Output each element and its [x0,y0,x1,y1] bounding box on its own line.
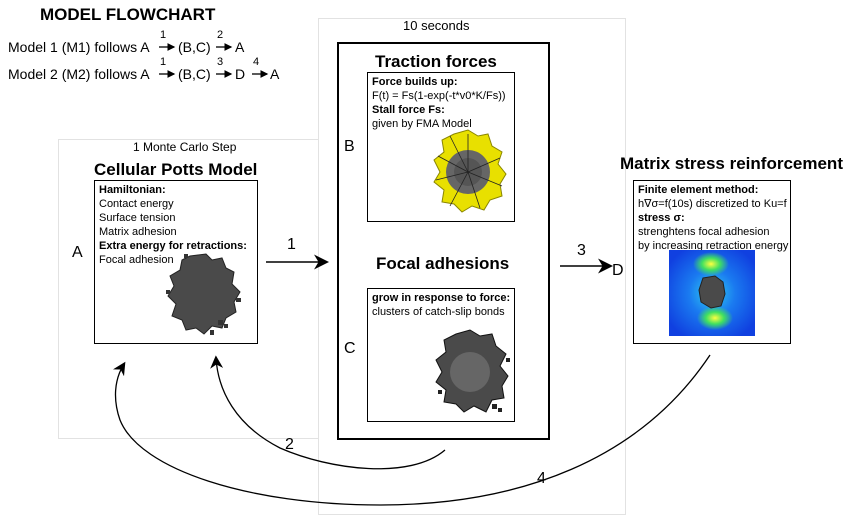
model2-mid: (B,C) [178,66,211,82]
arrow-3-label: 3 [577,242,586,259]
model2-prefix: Model 2 (M2) follows A [8,66,150,82]
arrow-1-label: 1 [287,236,296,253]
model2-end: A [270,66,280,82]
cpm-line-0: Hamiltonian: [99,184,166,196]
cpm-line-3: Matrix adhesion [99,226,177,238]
matrix-line-3: strenghtens focal adhesion [638,226,770,238]
matrix-letter: D [612,262,624,279]
arrow-4-label: 4 [537,470,546,487]
cpm-line-4: Extra energy for retractions: [99,240,247,252]
arrow-4 [112,354,711,506]
traction-line-1: F(t) = Fs(1-exp(-t*v0*K/Fs)) [372,90,506,102]
focal-letter: C [344,340,356,357]
cpm-cell-image [166,253,241,335]
cpm-line-5: Focal adhesion [99,254,174,266]
model1-mid: (B,C) [178,39,211,55]
matrix-line-1: h∇σ=f(10s) discretized to Ku=f [638,198,787,210]
model2-arrow2-label: 3 [217,56,224,68]
matrix-line-0: Finite element method: [638,184,759,196]
traction-force-image [433,129,507,213]
cpm-line-2: Surface tension [99,212,176,224]
cpm-line-1: Contact energy [99,198,174,210]
model1-end: A [235,39,245,55]
traction-line-2: Stall force Fs: [372,104,445,116]
focal-title: Focal adhesions [376,254,510,273]
traction-letter: B [344,138,355,155]
cpm-title: Cellular Potts Model [94,160,258,179]
focal-line-0: grow in response to force: [372,292,511,304]
cpm-letter: A [72,244,83,261]
model1-arrow2-label: 2 [217,29,224,41]
matrix-line-2: stress σ: [638,212,685,224]
traction-title: Traction forces [375,52,497,71]
matrix-line-4: by increasing retraction energy [638,240,789,252]
model1-arrow1-label: 1 [160,29,167,41]
model1-prefix: Model 1 (M1) follows A [8,39,150,55]
model2-arrow3-label: 4 [253,56,260,68]
focal-adhesion-image [435,329,510,413]
focal-line-1: clusters of catch-slip bonds [372,306,505,318]
left-timescale: 1 Monte Carlo Step [133,140,237,154]
model2-arrow1-label: 1 [160,56,167,68]
flowchart-arrows [159,43,269,78]
traction-line-0: Force builds up: [372,76,458,88]
stress-field-image [669,250,755,336]
matrix-title: Matrix stress reinforcement [620,154,843,173]
arrow-2-label: 2 [285,436,294,453]
flowchart-title: MODEL FLOWCHART [40,5,216,24]
cpm-box: Hamiltonian: Contact energy Surface tens… [94,180,258,344]
center-timescale: 10 seconds [403,18,470,33]
arrow-2 [210,355,446,470]
model2-mid2: D [235,66,246,82]
traction-line-3: given by FMA Model [372,118,472,130]
